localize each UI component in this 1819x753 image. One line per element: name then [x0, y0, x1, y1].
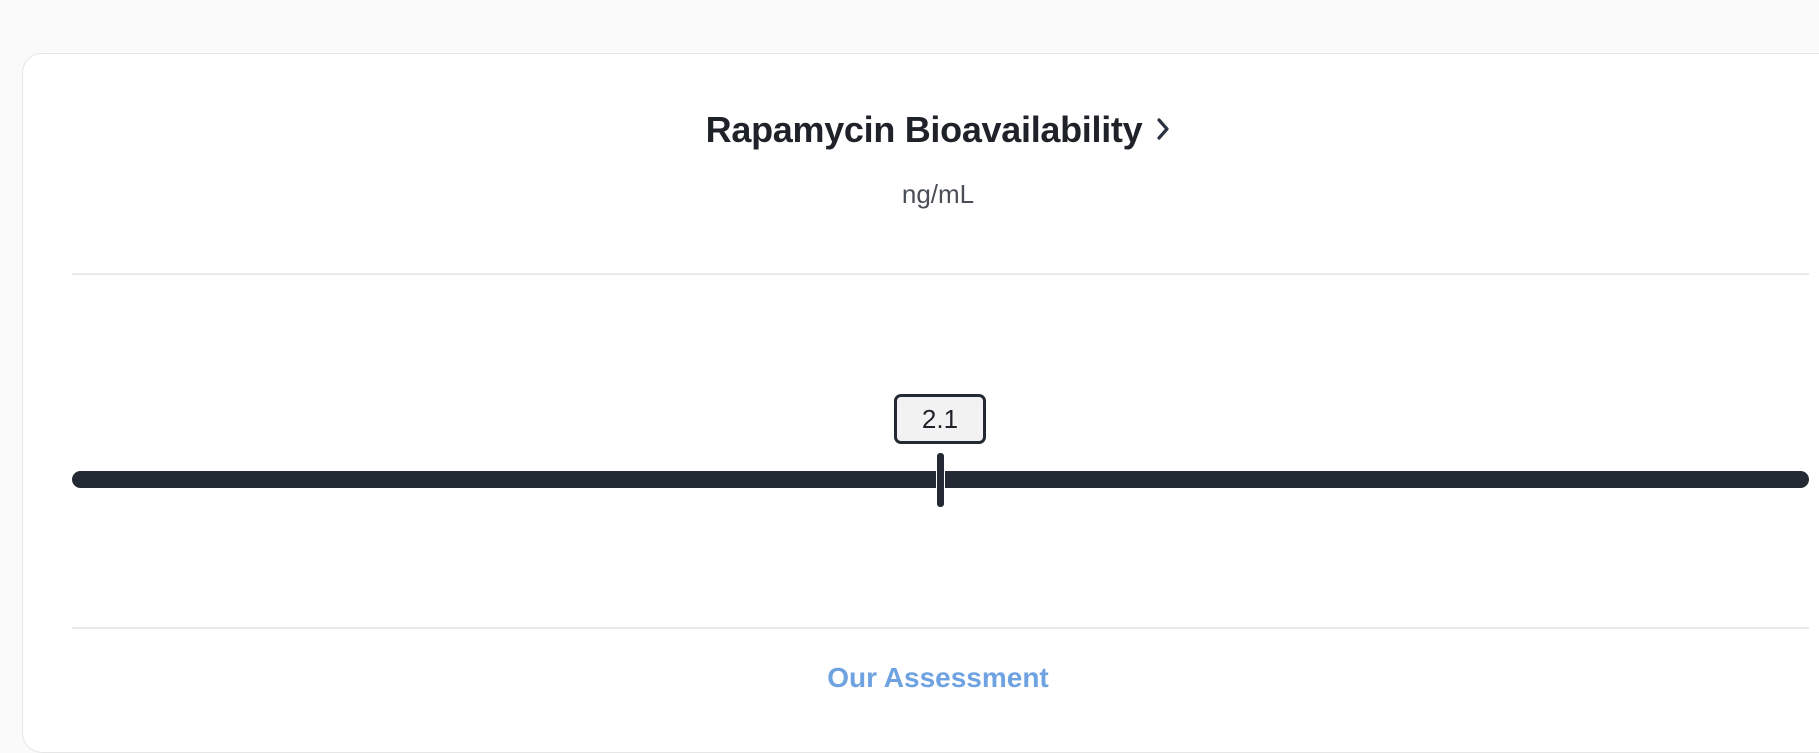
- card-title[interactable]: Rapamycin Bioavailability: [0, 108, 1819, 151]
- value-badge: 2.1: [894, 394, 986, 444]
- card-title-text: Rapamycin Bioavailability: [705, 109, 1143, 150]
- chevron-right-icon[interactable]: [1156, 108, 1170, 150]
- unit-label: ng/mL: [901, 179, 975, 209]
- our-assessment-link[interactable]: Our Assessment: [827, 662, 1049, 693]
- divider-bottom: [72, 627, 1809, 629]
- divider-top: [72, 273, 1809, 275]
- value-marker: [936, 452, 945, 508]
